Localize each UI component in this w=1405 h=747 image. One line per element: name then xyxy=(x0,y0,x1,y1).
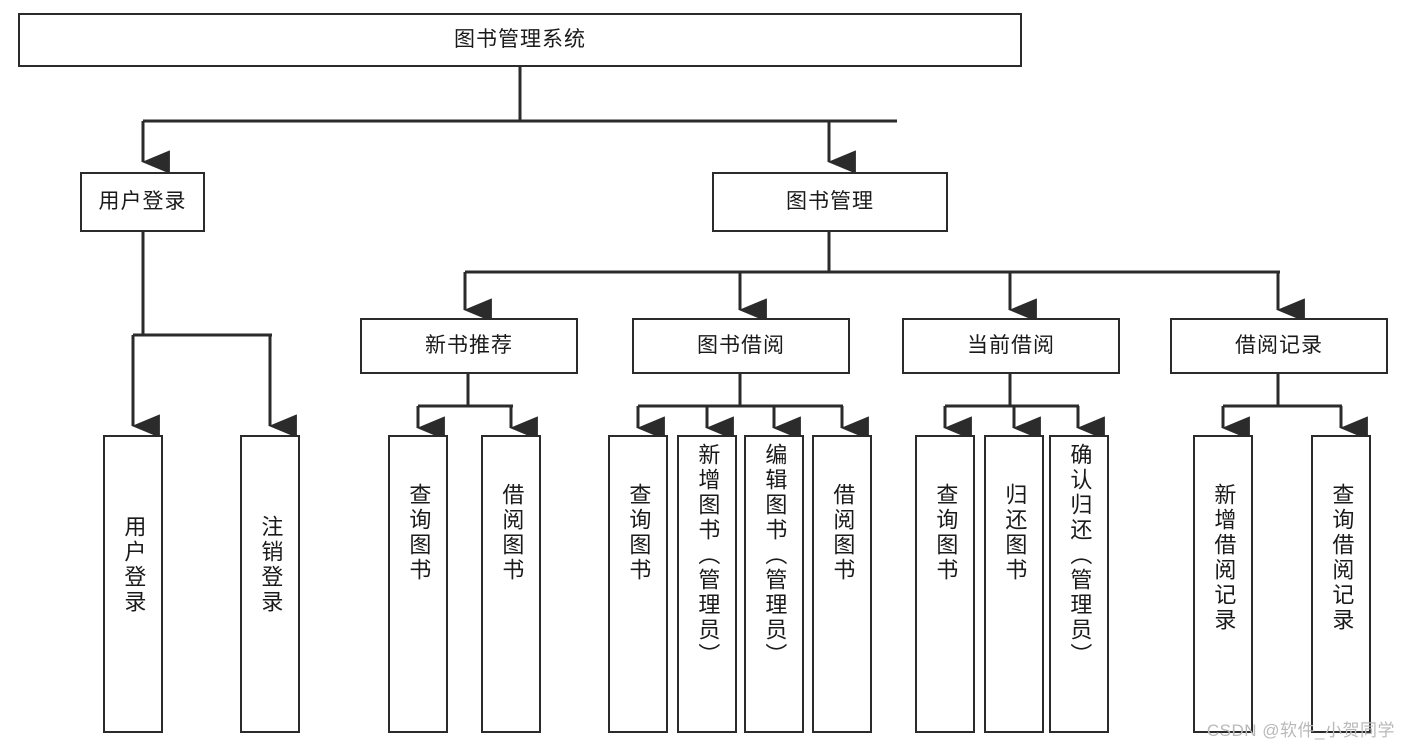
node-label: 查询图书 xyxy=(933,483,959,583)
node-label: 用户登录 xyxy=(121,515,147,615)
node-label: 查询图书 xyxy=(406,483,432,583)
node-label: 借阅记录 xyxy=(1235,333,1323,357)
node-book-management[interactable]: 图书管理 xyxy=(712,172,948,232)
node-label: 图书管理 xyxy=(786,189,874,213)
node-label: 借阅图书 xyxy=(499,483,525,583)
node-new-book-recommend[interactable]: 新书推荐 xyxy=(360,318,578,374)
node-leaf-edit-book-admin[interactable]: 编辑图书（管理员） xyxy=(744,435,804,733)
node-label: 新增图书（管理员） xyxy=(695,443,721,668)
node-leaf-user-login[interactable]: 用户登录 xyxy=(103,435,163,733)
node-label: 图书借阅 xyxy=(697,333,785,357)
node-leaf-add-borrow-record[interactable]: 新增借阅记录 xyxy=(1193,435,1253,733)
node-label: 借阅图书 xyxy=(830,483,856,583)
node-leaf-borrow-book[interactable]: 借阅图书 xyxy=(812,435,872,733)
node-label: 用户登录 xyxy=(98,189,187,213)
node-leaf-query-book-borrow[interactable]: 查询图书 xyxy=(608,435,668,733)
node-label: 查询图书 xyxy=(626,483,652,583)
node-label: 新书推荐 xyxy=(425,333,513,357)
node-label: 图书管理系统 xyxy=(454,27,586,51)
node-label: 新增借阅记录 xyxy=(1211,483,1237,633)
node-leaf-return-book[interactable]: 归还图书 xyxy=(984,435,1044,733)
node-leaf-logout[interactable]: 注销登录 xyxy=(240,435,300,733)
node-label: 归还图书 xyxy=(1002,483,1028,583)
node-leaf-confirm-return-admin[interactable]: 确认归还（管理员） xyxy=(1049,435,1109,733)
node-label: 确认归还（管理员） xyxy=(1067,443,1093,668)
node-user-login[interactable]: 用户登录 xyxy=(80,172,205,232)
node-book-borrow[interactable]: 图书借阅 xyxy=(632,318,850,374)
node-label: 当前借阅 xyxy=(967,333,1055,357)
node-label: 注销登录 xyxy=(258,515,284,615)
node-leaf-query-borrow-record[interactable]: 查询借阅记录 xyxy=(1311,435,1371,733)
node-leaf-borrow-book-recommend[interactable]: 借阅图书 xyxy=(481,435,541,733)
node-leaf-add-book-admin[interactable]: 新增图书（管理员） xyxy=(677,435,737,733)
node-label: 编辑图书（管理员） xyxy=(762,443,788,668)
node-label: 查询借阅记录 xyxy=(1329,483,1355,633)
node-borrow-record[interactable]: 借阅记录 xyxy=(1170,318,1388,374)
node-leaf-query-book-recommend[interactable]: 查询图书 xyxy=(388,435,448,733)
node-current-borrow[interactable]: 当前借阅 xyxy=(902,318,1120,374)
node-leaf-query-book-current[interactable]: 查询图书 xyxy=(915,435,975,733)
node-root-system[interactable]: 图书管理系统 xyxy=(18,13,1022,67)
